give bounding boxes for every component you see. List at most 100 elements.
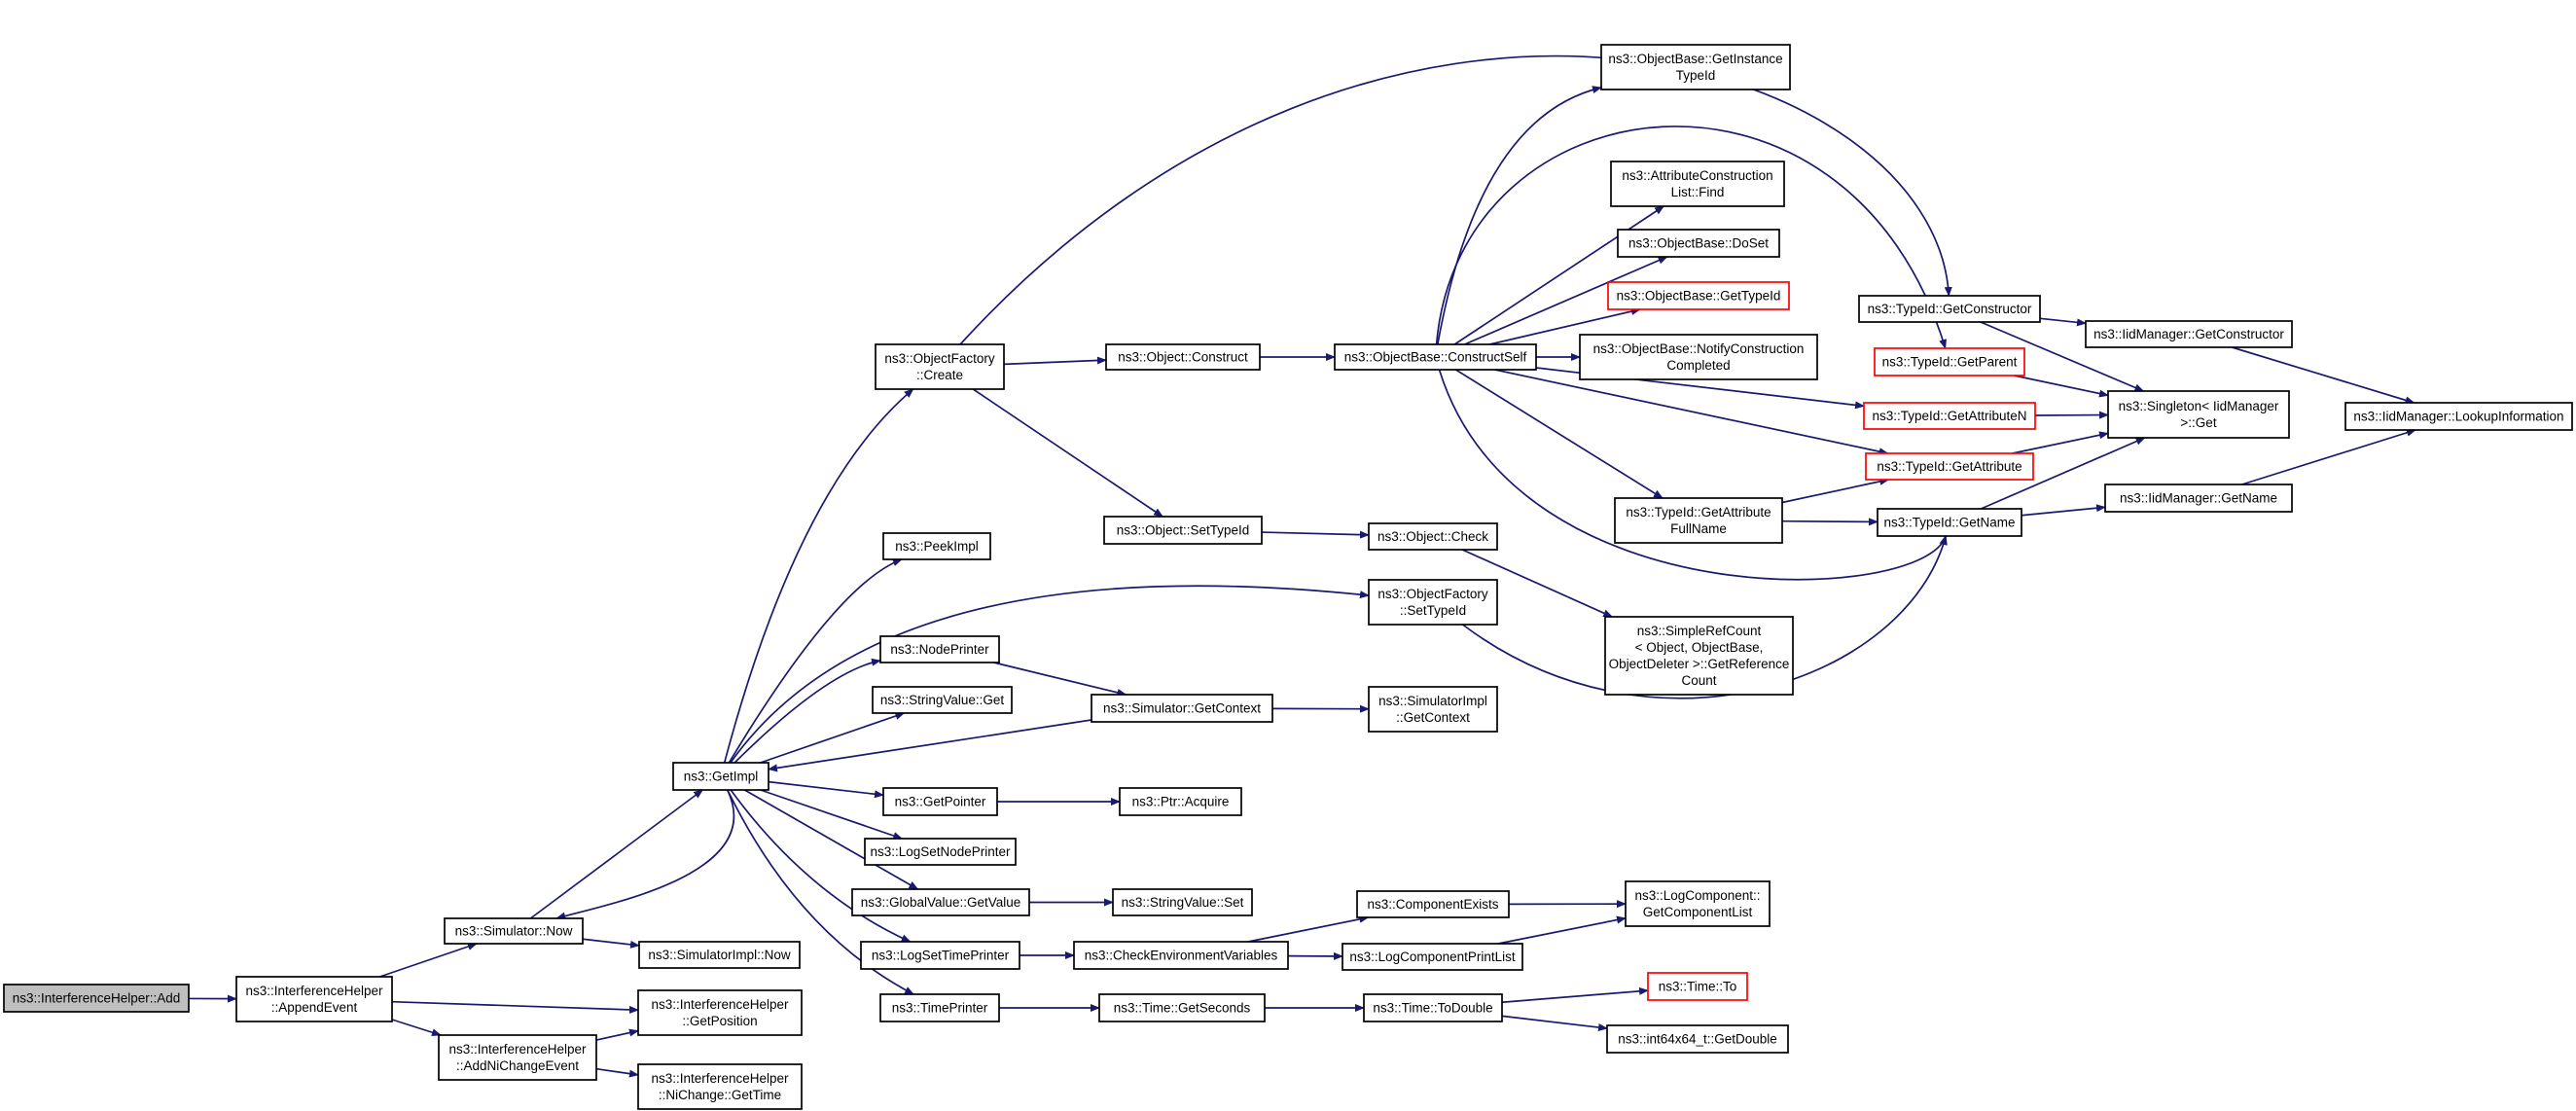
node-getpos[interactable]: ns3::InterferenceHelper::GetPosition: [637, 989, 803, 1036]
node-iidgetctor[interactable]: ns3::IidManager::GetConstructor: [2085, 320, 2293, 348]
node-timeprinter[interactable]: ns3::TimePrinter: [879, 993, 1000, 1022]
node-box[interactable]: [1103, 516, 1263, 545]
node-box[interactable]: [1607, 281, 1790, 310]
node-strset[interactable]: ns3::StringValue::Set: [1112, 888, 1253, 916]
node-box[interactable]: [638, 941, 801, 969]
node-timetodouble[interactable]: ns3::Time::ToDouble: [1363, 993, 1503, 1022]
node-timegetsec[interactable]: ns3::Time::GetSeconds: [1098, 993, 1266, 1022]
node-box[interactable]: [879, 993, 1000, 1022]
node-box[interactable]: [2085, 320, 2293, 348]
node-box[interactable]: [1606, 1024, 1789, 1054]
node-simgetctx[interactable]: ns3::Simulator::GetContext: [1091, 694, 1273, 723]
node-obgettypeid[interactable]: ns3::ObjectBase::GetTypeId: [1607, 281, 1790, 310]
node-box[interactable]: [1874, 347, 2025, 376]
node-box[interactable]: [875, 343, 1005, 390]
node-box[interactable]: [2344, 402, 2573, 431]
node-getpointer[interactable]: ns3::GetPointer: [882, 787, 998, 816]
node-tidgetattr[interactable]: ns3::TypeId::GetAttribute: [1865, 452, 2034, 481]
node-box[interactable]: [1858, 295, 2041, 323]
node-logsettime[interactable]: ns3::LogSetTimePrinter: [860, 941, 1020, 970]
node-obdoset[interactable]: ns3::ObjectBase::DoSet: [1617, 229, 1780, 258]
node-simplerefcount[interactable]: ns3::SimpleRefCount< Object, ObjectBase,…: [1604, 616, 1794, 696]
node-getimpl[interactable]: ns3::GetImpl: [672, 762, 769, 791]
node-box[interactable]: [1105, 343, 1261, 371]
node-box[interactable]: [444, 917, 584, 945]
node-box[interactable]: [1091, 694, 1273, 723]
node-box[interactable]: [1610, 161, 1785, 207]
node-append[interactable]: ns3::InterferenceHelper::AppendEvent: [235, 976, 393, 1022]
node-iidlookup[interactable]: ns3::IidManager::LookupInformation: [2344, 402, 2573, 431]
node-box[interactable]: [882, 787, 998, 816]
node-addni[interactable]: ns3::InterferenceHelper::AddNiChangeEven…: [438, 1034, 597, 1081]
node-box[interactable]: [1368, 686, 1498, 733]
node-singletonget[interactable]: ns3::Singleton< IidManager >::Get: [2107, 390, 2290, 439]
node-timeto[interactable]: ns3::Time::To: [1647, 972, 1748, 1001]
node-box[interactable]: [1865, 452, 2034, 481]
node-box[interactable]: [1625, 880, 1771, 927]
node-tidgetctor[interactable]: ns3::TypeId::GetConstructor: [1858, 295, 2041, 323]
node-iidgetname[interactable]: ns3::IidManager::GetName: [2104, 484, 2293, 513]
node-ptracquire[interactable]: ns3::Ptr::Acquire: [1119, 787, 1242, 816]
node-compexists[interactable]: ns3::ComponentExists: [1356, 890, 1510, 918]
node-box[interactable]: [235, 976, 393, 1022]
node-box[interactable]: [860, 941, 1020, 970]
node-box[interactable]: [1604, 616, 1794, 696]
node-logcompprint[interactable]: ns3::LogComponentPrintList: [1342, 943, 1523, 971]
node-box[interactable]: [637, 1063, 803, 1110]
node-objconstruct[interactable]: ns3::Object::Construct: [1105, 343, 1261, 371]
node-box[interactable]: [1614, 497, 1783, 544]
node-obnotify[interactable]: ns3::ObjectBase::NotifyConstructionCompl…: [1579, 334, 1818, 380]
node-box[interactable]: [1877, 508, 2022, 537]
node-box[interactable]: [1342, 943, 1523, 971]
node-box[interactable]: [637, 989, 803, 1036]
node-box[interactable]: [864, 838, 1017, 866]
node-box[interactable]: [2107, 390, 2290, 439]
node-nodeprinter[interactable]: ns3::NodePrinter: [879, 635, 1000, 663]
node-logcompgetlist[interactable]: ns3::LogComponent::GetComponentList: [1625, 880, 1771, 927]
node-ofsettypeid[interactable]: ns3::ObjectFactory::SetTypeId: [1368, 579, 1498, 626]
node-box[interactable]: [1112, 888, 1253, 916]
node-tidgetattrn[interactable]: ns3::TypeId::GetAttributeN: [1863, 402, 2036, 430]
node-box[interactable]: [1600, 44, 1791, 90]
node-box[interactable]: [1863, 402, 2036, 430]
node-implgetctx[interactable]: ns3::SimulatorImpl::GetContext: [1368, 686, 1498, 733]
node-obconstructself[interactable]: ns3::ObjectBase::ConstructSelf: [1334, 343, 1537, 371]
node-tidgetname[interactable]: ns3::TypeId::GetName: [1877, 508, 2022, 537]
node-box[interactable]: [1073, 941, 1289, 970]
node-add[interactable]: ns3::InterferenceHelper::Add: [3, 984, 190, 1013]
node-box[interactable]: [879, 635, 1000, 663]
node-strget[interactable]: ns3::StringValue::Get: [872, 686, 1013, 714]
node-box[interactable]: [1334, 343, 1537, 371]
node-box[interactable]: [851, 888, 1030, 916]
node-box[interactable]: [1119, 787, 1242, 816]
node-box[interactable]: [1579, 334, 1818, 380]
node-ofcreate[interactable]: ns3::ObjectFactory::Create: [875, 343, 1005, 390]
node-box[interactable]: [1098, 993, 1266, 1022]
node-box[interactable]: [1647, 972, 1748, 1001]
node-box[interactable]: [438, 1034, 597, 1081]
node-objsettypeid[interactable]: ns3::Object::SetTypeId: [1103, 516, 1263, 545]
node-tidgetparent[interactable]: ns3::TypeId::GetParent: [1874, 347, 2025, 376]
node-implnow[interactable]: ns3::SimulatorImpl::Now: [638, 941, 801, 969]
node-box[interactable]: [3, 984, 190, 1013]
node-box[interactable]: [2104, 484, 2293, 513]
node-box[interactable]: [1617, 229, 1780, 258]
node-nigettime[interactable]: ns3::InterferenceHelper::NiChange::GetTi…: [637, 1063, 803, 1110]
node-box[interactable]: [882, 532, 991, 560]
node-logsetnode[interactable]: ns3::LogSetNodePrinter: [864, 838, 1017, 866]
node-box[interactable]: [1368, 522, 1498, 551]
node-now[interactable]: ns3::Simulator::Now: [444, 917, 584, 945]
node-peekimpl[interactable]: ns3::PeekImpl: [882, 532, 991, 560]
node-box[interactable]: [1368, 579, 1498, 626]
node-checkenv[interactable]: ns3::CheckEnvironmentVariables: [1073, 941, 1289, 970]
node-objcheck[interactable]: ns3::Object::Check: [1368, 522, 1498, 551]
node-box[interactable]: [1356, 890, 1510, 918]
node-box[interactable]: [672, 762, 769, 791]
node-gvget[interactable]: ns3::GlobalValue::GetValue: [851, 888, 1030, 916]
node-int64getdouble[interactable]: ns3::int64x64_t::GetDouble: [1606, 1024, 1789, 1054]
node-box[interactable]: [872, 686, 1013, 714]
node-box[interactable]: [1363, 993, 1503, 1022]
